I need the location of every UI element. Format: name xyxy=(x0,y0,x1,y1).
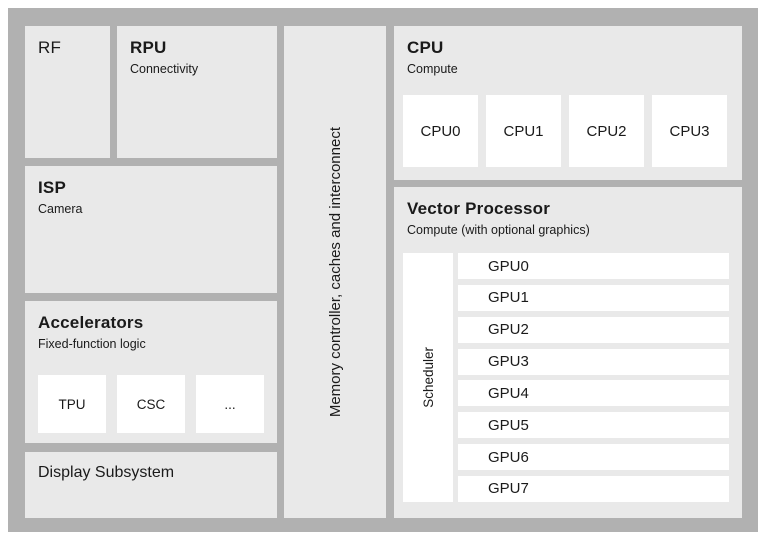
soc-chip-frame: RF RPU Connectivity ISP Camera Accelerat… xyxy=(8,8,758,532)
cpu-subtitle: Compute xyxy=(407,61,458,76)
vector-processor-title: Vector Processor xyxy=(407,199,551,218)
isp-title: ISP xyxy=(38,178,67,197)
accelerators-title: Accelerators xyxy=(38,313,144,332)
scheduler-box: Scheduler xyxy=(403,253,453,502)
memory-interconnect-label: Memory controller, caches and interconne… xyxy=(326,126,344,418)
display-subsystem-title: Display Subsystem xyxy=(38,464,175,481)
block-accelerators: Accelerators Fixed-function logic TPU CS… xyxy=(25,301,277,443)
block-rpu: RPU Connectivity xyxy=(117,26,277,158)
gpu-row-1: GPU1 xyxy=(458,284,729,311)
block-rf: RF xyxy=(25,26,110,158)
gpu-row-0: GPU0 xyxy=(458,253,729,279)
rpu-title: RPU xyxy=(130,38,167,57)
cpu-core-2: CPU2 xyxy=(569,95,644,167)
block-memory-interconnect: Memory controller, caches and interconne… xyxy=(284,26,386,518)
gpu-row-4: GPU4 xyxy=(458,380,729,407)
isp-subtitle: Camera xyxy=(38,201,83,216)
block-cpu: CPU Compute CPU0 CPU1 CPU2 CPU3 xyxy=(394,26,742,180)
cpu-core-3: CPU3 xyxy=(652,95,727,167)
block-vector-processor: Vector Processor Compute (with optional … xyxy=(394,187,742,518)
scheduler-label: Scheduler xyxy=(420,347,436,408)
gpu-row-5: GPU5 xyxy=(458,412,729,439)
block-display-subsystem: Display Subsystem xyxy=(25,452,277,518)
cpu-core-1: CPU1 xyxy=(486,95,561,167)
unit-tpu: TPU xyxy=(38,375,106,433)
gpu-row-3: GPU3 xyxy=(458,348,729,375)
unit-csc: CSC xyxy=(117,375,185,433)
gpu-row-6: GPU6 xyxy=(458,444,729,471)
block-isp: ISP Camera xyxy=(25,166,277,293)
cpu-title: CPU xyxy=(407,38,444,57)
gpu-row-7: GPU7 xyxy=(458,475,729,502)
accelerator-units: TPU CSC ... xyxy=(38,375,264,433)
vector-processor-subtitle: Compute (with optional graphics) xyxy=(407,222,590,237)
rpu-subtitle: Connectivity xyxy=(130,61,199,76)
rf-title: RF xyxy=(38,38,62,57)
cpu-cores: CPU0 CPU1 CPU2 CPU3 xyxy=(403,95,727,167)
accelerators-subtitle: Fixed-function logic xyxy=(38,336,146,351)
unit-more: ... xyxy=(196,375,264,433)
cpu-core-0: CPU0 xyxy=(403,95,478,167)
gpu-row-2: GPU2 xyxy=(458,316,729,343)
gpu-list: GPU0 GPU1 GPU2 GPU3 GPU4 GPU5 GPU6 GPU7 xyxy=(458,253,729,502)
